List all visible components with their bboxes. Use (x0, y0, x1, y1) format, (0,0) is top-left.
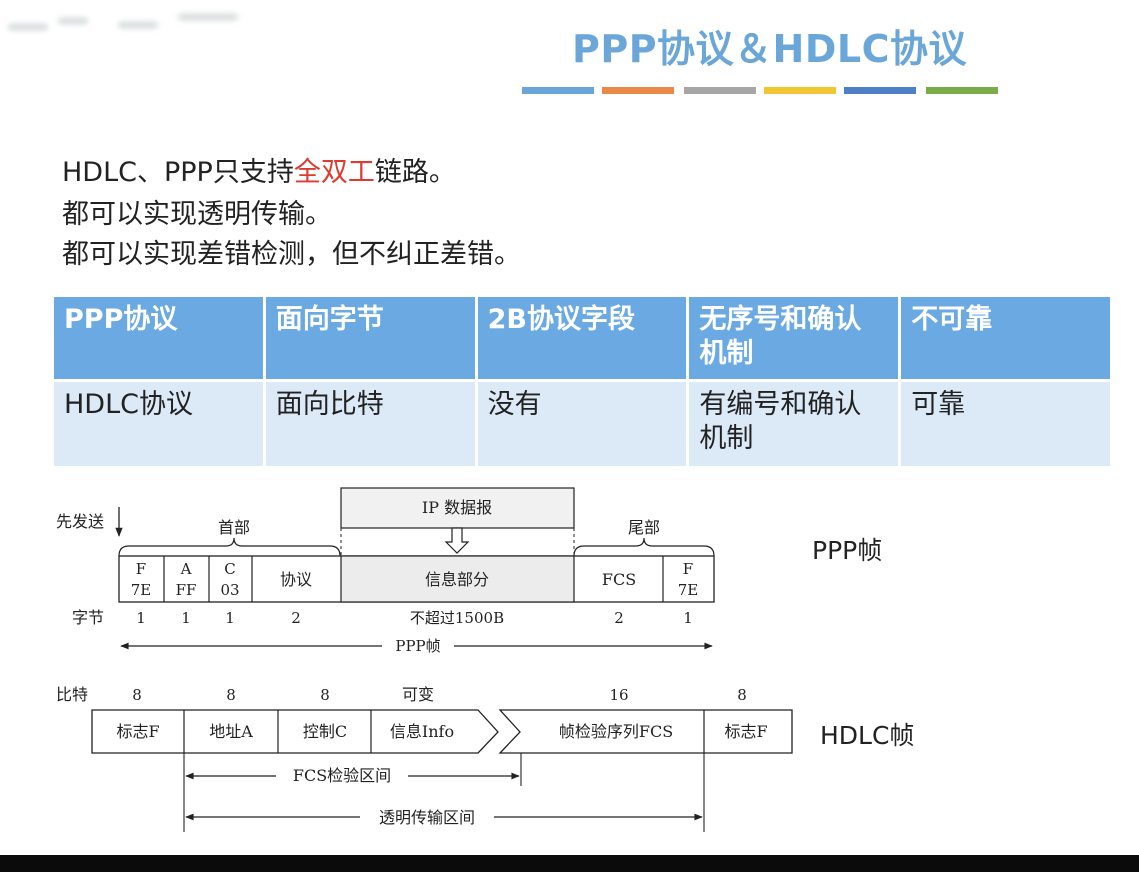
first-sent-label: 先发送 (56, 512, 104, 531)
table-row-hdlc: HDLC协议 面向比特 没有 有编号和确认机制 可靠 (54, 382, 1110, 466)
hdlc-field-address: 地址A (209, 722, 253, 741)
stripe-4 (764, 87, 836, 94)
comparison-table: PPP协议 面向字节 2B协议字段 无序号和确认机制 不可靠 HDLC协议 面向… (51, 294, 1113, 469)
ppp-field-flag-end: F (683, 560, 693, 578)
hdlc-field-info: 信息Info (390, 722, 454, 741)
hdlc-field-flag-start: 标志F (116, 722, 159, 741)
ppp-info-field (340, 555, 575, 603)
byte-count: 2 (291, 609, 301, 627)
text-line-3: 都可以实现差错检测，但不纠正差错。 (62, 232, 521, 271)
bit-count: 16 (609, 686, 628, 704)
bit-count: 可变 (402, 685, 434, 704)
hdlc-frame-left (91, 709, 499, 754)
hdlc-frame-side-label: HDLC帧 (820, 721, 915, 750)
bytes-label: 字节 (72, 608, 104, 627)
byte-count: 1 (683, 609, 693, 627)
ppp-field-protocol: 协议 (280, 570, 312, 589)
text-line-1: HDLC、PPP只支持全双工链路。 (62, 150, 456, 189)
line-3-text: 都可以实现差错检测，但不纠正差错。 (62, 239, 521, 270)
transparent-range-label: 透明传输区间 (379, 808, 475, 827)
table-cell: 面向字节 (265, 297, 475, 379)
trailer-brace (573, 537, 715, 557)
table-cell: 没有 (477, 382, 687, 466)
header-group-label: 首部 (218, 518, 250, 537)
ppp-field-fcs: FCS (602, 570, 636, 589)
ppp-field-flag-end-value: 7E (678, 581, 699, 599)
ppp-field-address: A (180, 560, 192, 578)
line-1-highlight: 全双工 (293, 157, 375, 188)
ppp-field-control-value: 03 (220, 581, 239, 599)
table-cell: PPP协议 (54, 297, 263, 379)
ppp-frame-side-label: PPP帧 (812, 536, 883, 565)
bottom-bar (0, 855, 1139, 872)
text-line-2: 都可以实现透明传输。 (62, 192, 332, 231)
byte-count: 1 (136, 609, 146, 627)
ppp-field-control: C (224, 560, 235, 578)
hdlc-field-flag-end: 标志F (724, 722, 767, 741)
stripe-3 (684, 87, 756, 94)
stripe-6 (926, 87, 998, 94)
byte-count: 2 (614, 609, 624, 627)
slide-title: PPP协议＆HDLC协议 (572, 27, 967, 71)
hdlc-field-control: 控制C (303, 722, 347, 741)
line-1-text: HDLC、PPP只支持 (62, 157, 294, 188)
table-cell: 无序号和确认机制 (689, 297, 899, 379)
ip-datagram-box (340, 487, 575, 529)
bit-count: 8 (737, 686, 747, 704)
byte-count: 1 (225, 609, 235, 627)
ip-datagram-label: IP 数据报 (422, 498, 492, 517)
header-brace (118, 537, 341, 557)
byte-count: 不超过1500B (410, 609, 504, 627)
table-cell: 有编号和确认机制 (689, 382, 899, 466)
ppp-span-label: PPP帧 (395, 637, 440, 655)
ppp-field-address-value: FF (176, 581, 197, 599)
down-arrow-icon (444, 527, 470, 554)
byte-count: 1 (181, 609, 191, 627)
table-cell: HDLC协议 (54, 382, 263, 466)
table-cell: 2B协议字段 (477, 297, 687, 379)
line-2-text: 都可以实现透明传输。 (62, 199, 332, 230)
stripe-1 (522, 87, 594, 94)
stripe-5 (844, 87, 916, 94)
bit-count: 8 (226, 686, 236, 704)
ppp-field-flag-start-value: 7E (131, 581, 152, 599)
bit-count: 8 (320, 686, 330, 704)
ppp-field-flag-start: F (136, 560, 146, 578)
ppp-field-info: 信息部分 (425, 570, 489, 589)
table-cell: 面向比特 (265, 382, 475, 466)
table-cell: 不可靠 (901, 297, 1110, 379)
hdlc-field-fcs: 帧检验序列FCS (559, 722, 673, 741)
hdlc-frame-right (498, 709, 793, 754)
trailer-group-label: 尾部 (628, 518, 660, 537)
stripe-2 (602, 87, 674, 94)
line-1-tail: 链路。 (374, 157, 456, 188)
fcs-range-label: FCS检验区间 (293, 766, 391, 785)
table-cell: 可靠 (901, 382, 1110, 466)
bits-label: 比特 (56, 685, 88, 704)
blurred-logo (8, 8, 248, 48)
table-row-ppp: PPP协议 面向字节 2B协议字段 无序号和确认机制 不可靠 (54, 297, 1110, 379)
bit-count: 8 (132, 686, 142, 704)
